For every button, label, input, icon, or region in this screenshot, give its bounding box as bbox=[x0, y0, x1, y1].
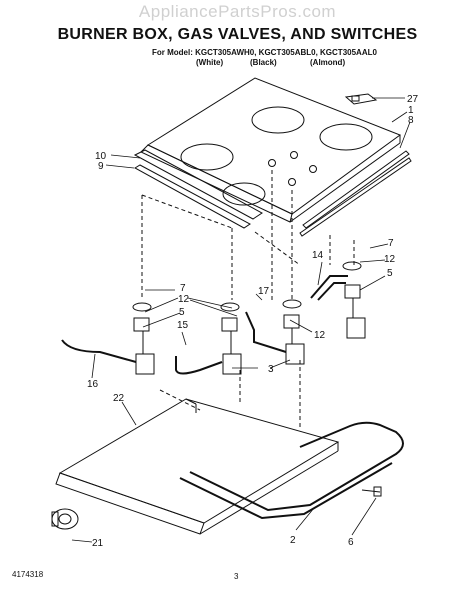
callout-12-center: 12 bbox=[314, 330, 326, 341]
callout-7-right: 7 bbox=[388, 238, 394, 249]
knob-part bbox=[51, 508, 79, 530]
page-number: 3 bbox=[234, 572, 239, 581]
callout-17: 17 bbox=[258, 286, 270, 297]
callout-22: 22 bbox=[113, 393, 125, 404]
callout-1: 1 bbox=[408, 105, 414, 116]
callout-12-left: 12 bbox=[178, 294, 190, 305]
cooktop-panel bbox=[140, 77, 402, 223]
model-list: For Model: KGCT305AWH0, KGCT305ABL0, KGC… bbox=[152, 48, 377, 57]
color-black: (Black) bbox=[250, 58, 277, 67]
color-white: (White) bbox=[196, 58, 224, 67]
bracket-part bbox=[344, 93, 378, 105]
callout-21: 21 bbox=[92, 538, 104, 549]
gas-valve-assemblies bbox=[132, 261, 366, 375]
callout-15: 15 bbox=[177, 320, 189, 331]
gas-tubes bbox=[61, 275, 348, 375]
callout-14: 14 bbox=[312, 250, 324, 261]
callout-12-right: 12 bbox=[384, 254, 396, 265]
callout-7-left: 7 bbox=[180, 283, 186, 294]
callout-27: 27 bbox=[407, 94, 419, 105]
callout-6: 6 bbox=[348, 537, 354, 548]
document-number: 4174318 bbox=[12, 570, 44, 579]
page-title: BURNER BOX, GAS VALVES, AND SWITCHES bbox=[57, 26, 418, 43]
callout-2: 2 bbox=[290, 535, 296, 546]
callout-5-right: 5 bbox=[387, 268, 393, 279]
watermark: AppliancePartsPros.com bbox=[138, 2, 337, 21]
callout-5-left: 5 bbox=[179, 307, 185, 318]
trim-strips bbox=[133, 149, 412, 237]
callout-3: 3 bbox=[268, 364, 274, 375]
callout-leaders bbox=[71, 97, 411, 543]
callout-10: 10 bbox=[95, 151, 107, 162]
screw-part bbox=[361, 486, 382, 497]
burner-box-tray bbox=[55, 398, 340, 535]
callout-9: 9 bbox=[98, 161, 104, 172]
burner-tube bbox=[179, 421, 404, 520]
callout-16: 16 bbox=[87, 379, 99, 390]
alignment-lines bbox=[141, 170, 355, 430]
color-almond: (Almond) bbox=[310, 58, 346, 67]
callout-8: 8 bbox=[408, 115, 414, 126]
